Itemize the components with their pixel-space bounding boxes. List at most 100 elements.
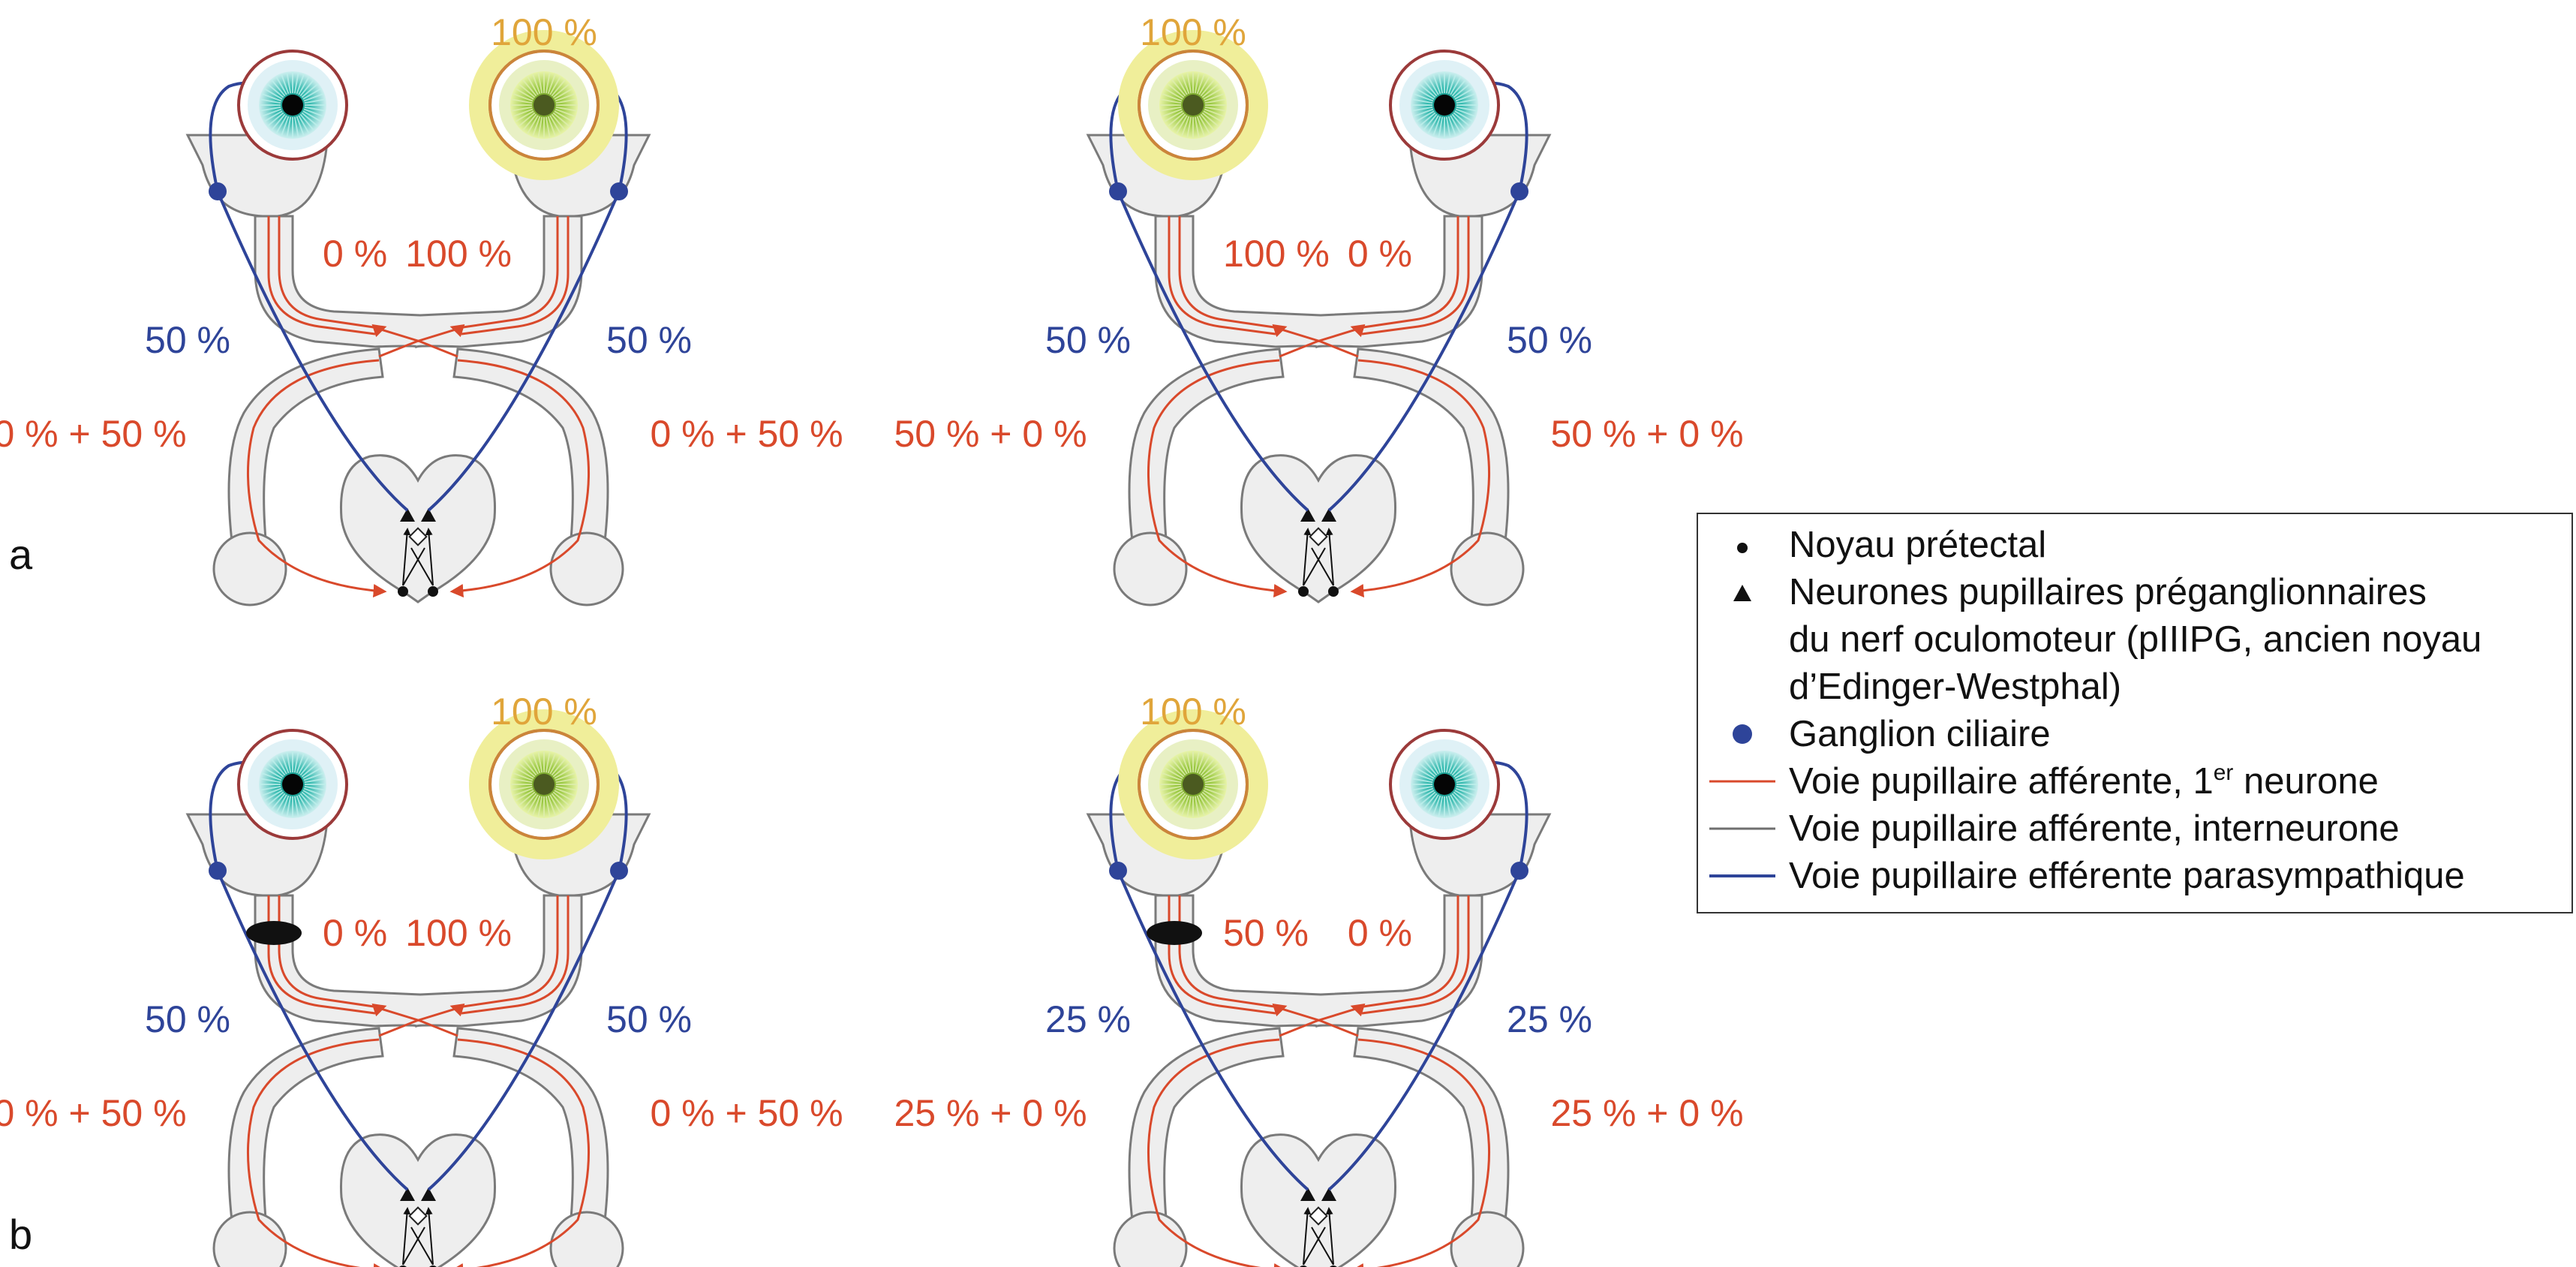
afferent-right-label: 0 % bbox=[1348, 912, 1412, 954]
edinger-westphal-right-triangle bbox=[421, 508, 436, 522]
lateral-geniculate-right bbox=[1450, 1211, 1525, 1267]
edinger-westphal-right-triangle bbox=[421, 1187, 436, 1201]
lateral-geniculate-right bbox=[549, 1211, 624, 1267]
afferent-pathway-body bbox=[185, 134, 651, 606]
legend-item-text: du nerf oculomoteur (pIIIPG, ancien noya… bbox=[1789, 619, 2481, 660]
edinger-westphal-left-triangle bbox=[1300, 508, 1315, 522]
legend-item-3: Ganglion ciliaire bbox=[1733, 714, 2051, 754]
pretectal-nucleus-left bbox=[1298, 586, 1309, 597]
light-intensity-label: 100 % bbox=[491, 691, 597, 733]
reflex-diagram-0-0: 100 %0 %100 %50 %50 %0 % + 50 %0 % + 50 … bbox=[0, 11, 843, 606]
efferent-left-label: 50 % bbox=[145, 319, 230, 361]
lateral-geniculate-left bbox=[212, 1211, 287, 1267]
legend-item-text: d’Edinger-Westphal) bbox=[1789, 667, 2121, 707]
pretectal-nucleus-left bbox=[398, 586, 408, 597]
ciliary-ganglion-left bbox=[209, 182, 227, 200]
edinger-westphal-left-triangle bbox=[1300, 1187, 1315, 1201]
panel-label: a bbox=[9, 531, 33, 578]
pupil-response-left-label: 25 % + 0 % bbox=[894, 1092, 1087, 1134]
ciliary-ganglion-right bbox=[1510, 862, 1528, 880]
afferent-first-neuron bbox=[247, 895, 590, 1267]
midbrain bbox=[339, 1133, 497, 1267]
edinger-westphal-right-triangle bbox=[1321, 508, 1336, 522]
lateral-geniculate-right bbox=[1450, 531, 1525, 606]
pupil-response-right-label: 0 % + 50 % bbox=[650, 413, 843, 455]
interneuron-crossing bbox=[1309, 527, 1328, 546]
afferent-left-label: 100 % bbox=[1223, 233, 1330, 275]
afferent-pathway-body bbox=[185, 813, 651, 1267]
legend-superscript: er bbox=[2214, 760, 2234, 785]
triangle-icon bbox=[1733, 585, 1751, 601]
efferent-right-label: 50 % bbox=[606, 998, 692, 1040]
efferent-right-label: 50 % bbox=[606, 319, 692, 361]
ciliary-ganglion-icon bbox=[1733, 724, 1752, 744]
afferent-right-label: 100 % bbox=[405, 912, 512, 954]
pupil-response-left-label: 50 % + 0 % bbox=[894, 413, 1087, 455]
afferent-pathway-body bbox=[1086, 813, 1552, 1267]
legend-item-text: Voie pupillaire afférente, 1er neurone bbox=[1789, 760, 2379, 802]
legend-suffix: neurone bbox=[2233, 761, 2378, 802]
reflex-diagram-1-1: 100 % 50 % 0 % 25 % 25 % 25 % + 0 % 25 % + 0 % bbox=[894, 691, 1744, 1267]
legend-item-5: Voie pupillaire afférente, interneurone bbox=[1709, 808, 2400, 849]
edinger-westphal-right-triangle bbox=[1321, 1187, 1336, 1201]
efferent-left-label: 50 % bbox=[1045, 319, 1131, 361]
right-pupil bbox=[1434, 95, 1455, 116]
midbrain-nuclei bbox=[1298, 508, 1339, 597]
midbrain bbox=[1240, 1133, 1397, 1267]
interneuron-crossing bbox=[1309, 1206, 1328, 1226]
pretectal-nucleus-right bbox=[1328, 586, 1339, 597]
reflex-diagram-0-1: 100 % 100 % 0 % 50 % 50 % 50 % + 0 % 50 % + 0 … bbox=[894, 11, 1744, 606]
ciliary-ganglion-left bbox=[1109, 182, 1127, 200]
afferent-left-label: 0 % bbox=[323, 233, 387, 275]
left-pupil bbox=[1183, 774, 1204, 795]
afferent-left-label: 0 % bbox=[323, 912, 387, 954]
legend-item-2: Neurones pupillaires préganglionnaires du… bbox=[1733, 572, 2481, 707]
legend-item-text: Ganglion ciliaire bbox=[1789, 714, 2051, 754]
right-pupil bbox=[1434, 774, 1455, 795]
light-intensity-label: 100 % bbox=[1140, 691, 1246, 733]
afferent-first-neuron bbox=[1147, 895, 1490, 1267]
pupil-response-right-label: 25 % + 0 % bbox=[1550, 1092, 1743, 1134]
legend-box bbox=[1697, 513, 2573, 913]
afferent-first-neuron bbox=[1147, 216, 1490, 597]
lateral-geniculate-left bbox=[212, 531, 287, 606]
left-pupil bbox=[282, 774, 303, 795]
pupil-response-left-label: 0 % + 50 % bbox=[0, 1092, 187, 1134]
optic-nerve-lesion bbox=[1147, 921, 1202, 945]
edinger-westphal-left-triangle bbox=[400, 1187, 415, 1201]
light-intensity-label: 100 % bbox=[1140, 11, 1246, 53]
afferent-left-label: 50 % bbox=[1223, 912, 1309, 954]
pretectal-nucleus-right bbox=[428, 586, 438, 597]
legend-item-text: Noyau prétectal bbox=[1789, 525, 2046, 565]
afferent-right-label: 0 % bbox=[1348, 233, 1412, 275]
afferent-first-neuron bbox=[247, 216, 590, 597]
right-pupil bbox=[534, 774, 555, 795]
right-pupil bbox=[534, 95, 555, 116]
efferent-right-label: 25 % bbox=[1507, 998, 1592, 1040]
afferent-right-label: 100 % bbox=[405, 233, 512, 275]
edinger-westphal-left-triangle bbox=[400, 508, 415, 522]
interneuron-crossing bbox=[408, 1206, 428, 1226]
efferent-left-label: 50 % bbox=[145, 998, 230, 1040]
legend-item-1: Noyau prétectal bbox=[1737, 525, 2046, 565]
left-pupil bbox=[1183, 95, 1204, 116]
midbrain-nuclei bbox=[398, 508, 438, 597]
pretectal-dot-icon bbox=[1737, 543, 1748, 553]
interneuron-crossing bbox=[408, 527, 428, 546]
efferent-left-label: 25 % bbox=[1045, 998, 1131, 1040]
legend-item-text: Neurones pupillaires préganglionnaires bbox=[1789, 572, 2427, 612]
left-pupil bbox=[282, 95, 303, 116]
pupil-response-right-label: 50 % + 0 % bbox=[1550, 413, 1743, 455]
legend-item-text: Voie pupillaire afférente, interneurone bbox=[1789, 808, 2400, 849]
ciliary-ganglion-right bbox=[610, 862, 628, 880]
pupil-response-right-label: 0 % + 50 % bbox=[650, 1092, 843, 1134]
efferent-right-label: 50 % bbox=[1507, 319, 1592, 361]
ciliary-ganglion-right bbox=[610, 182, 628, 200]
lateral-geniculate-left bbox=[1113, 1211, 1188, 1267]
legend-item-4: Voie pupillaire afférente, 1er neurone bbox=[1709, 760, 2379, 802]
ciliary-ganglion-right bbox=[1510, 182, 1528, 200]
